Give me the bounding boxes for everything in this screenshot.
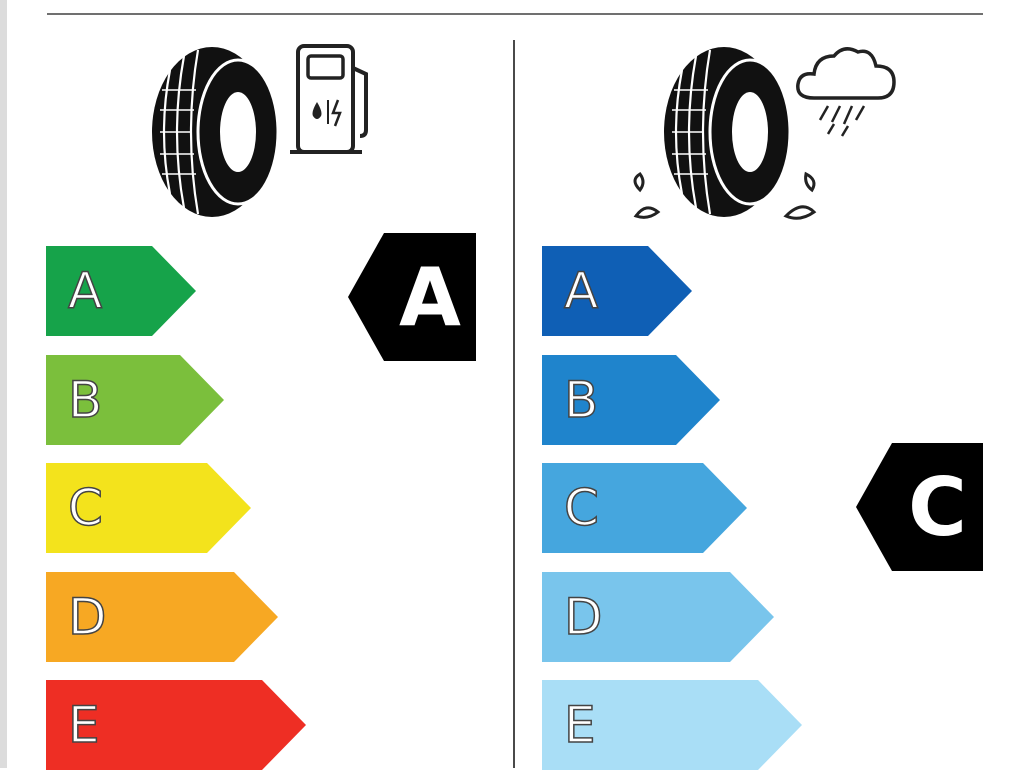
grade-bar-e: E: [542, 680, 802, 770]
fuel-pump-icon: [288, 40, 383, 160]
grade-label: D: [564, 588, 603, 646]
grade-label: D: [68, 588, 107, 646]
grade-bar-d: D: [46, 572, 278, 662]
grade-label: E: [564, 696, 596, 754]
grade-bar-b: B: [542, 355, 720, 445]
grade-bar-b: B: [46, 355, 224, 445]
grade-label: A: [68, 262, 103, 320]
grade-label: E: [68, 696, 100, 754]
grade-label: A: [564, 262, 599, 320]
rating-label: A: [399, 250, 461, 344]
tyre-icon: [150, 40, 290, 225]
top-divider: [47, 13, 983, 15]
grade-bar-c: C: [46, 463, 251, 553]
window-edge: [0, 0, 7, 768]
grade-label: C: [68, 479, 103, 537]
grade-bar-a: A: [542, 246, 692, 336]
wet-grip-rating-badge: C: [856, 443, 983, 571]
rain-cloud-icon: [792, 40, 902, 140]
wet-grip-panel: A B C D E C: [496, 0, 983, 770]
rating-label: C: [908, 460, 967, 554]
tyre-with-splash-icon: [626, 40, 826, 230]
grade-bar-e: E: [46, 680, 306, 770]
grade-label: B: [68, 371, 103, 429]
grade-bar-a: A: [46, 246, 196, 336]
grade-label: B: [564, 371, 599, 429]
grade-label: C: [564, 479, 599, 537]
fuel-efficiency-panel: A B C D E A: [0, 0, 480, 768]
fuel-rating-badge: A: [348, 233, 476, 361]
grade-bar-d: D: [542, 572, 774, 662]
center-divider: [513, 40, 515, 768]
grade-bar-c: C: [542, 463, 747, 553]
